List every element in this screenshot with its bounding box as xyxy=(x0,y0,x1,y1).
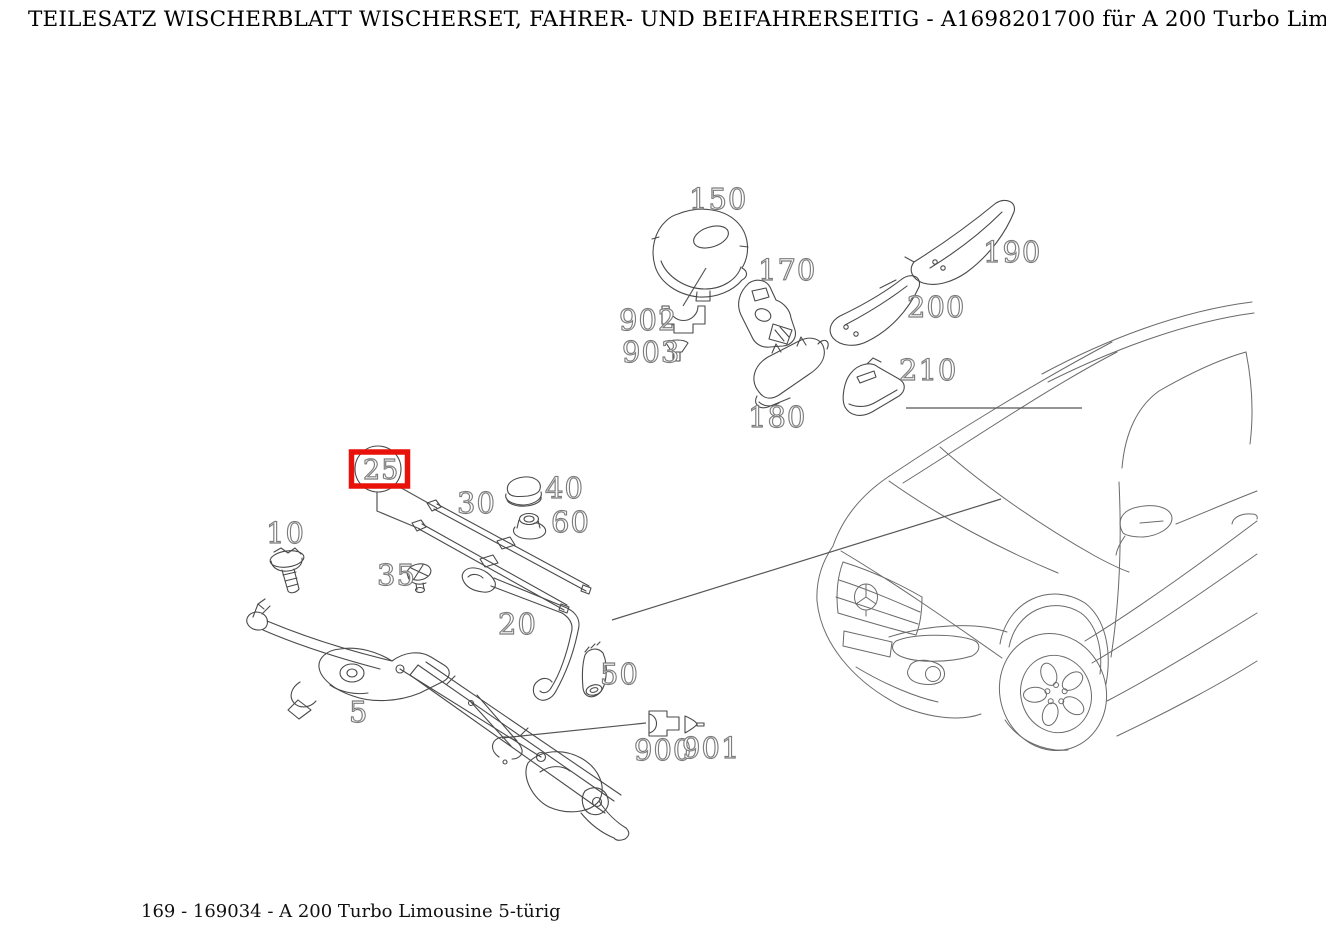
part-label-900[interactable]: 900 xyxy=(633,732,692,767)
part-label-20[interactable]: 20 xyxy=(497,606,537,641)
part-50-drawing xyxy=(581,641,607,698)
part-label-30[interactable]: 30 xyxy=(456,485,496,520)
headlight xyxy=(892,634,980,662)
part-label-903[interactable]: 903 xyxy=(621,334,680,369)
part-label-5[interactable]: 5 xyxy=(348,694,368,729)
page-title: TEILESATZ WISCHERBLATT WISCHERSET, FAHRE… xyxy=(28,7,1326,32)
part-60-drawing xyxy=(512,512,547,540)
part-180-drawing xyxy=(753,336,829,409)
part-900-drawing xyxy=(648,710,680,737)
part-903-drawing xyxy=(665,339,689,362)
part-200-drawing xyxy=(829,275,921,346)
door-handle xyxy=(1231,513,1258,525)
part-10-drawing xyxy=(269,547,305,594)
part-label-170[interactable]: 170 xyxy=(757,252,816,287)
part-label-901[interactable]: 901 xyxy=(681,730,740,765)
footer-caption: 169 - 169034 - A 200 Turbo Limousine 5-t… xyxy=(141,901,561,922)
part-label-25[interactable]: 25 xyxy=(362,454,399,486)
part-170-drawing xyxy=(738,279,796,348)
part-label-10[interactable]: 10 xyxy=(265,515,305,550)
part-label-200[interactable]: 200 xyxy=(906,289,965,324)
part-20-wiper-arm-drawing xyxy=(461,567,580,701)
part-902-drawing xyxy=(661,305,706,334)
part-label-902[interactable]: 902 xyxy=(618,302,677,337)
part-label-180[interactable]: 180 xyxy=(747,399,806,434)
front-wheel xyxy=(998,633,1108,751)
car-illustration xyxy=(816,301,1258,751)
grille xyxy=(842,561,923,598)
part-190-drawing xyxy=(904,199,1016,285)
part-210-drawing xyxy=(842,357,905,416)
part-35-drawing xyxy=(406,563,432,594)
part-label-150[interactable]: 150 xyxy=(688,181,747,216)
part-150-drawing xyxy=(651,208,749,302)
part-labels: 150 902 903 170 190 200 210 180 25 30 40… xyxy=(265,181,1041,767)
part-30-wiper-blade-drawing xyxy=(426,499,592,595)
selected-part-highlight xyxy=(348,449,411,489)
part-40-drawing xyxy=(505,476,542,507)
part-5-linkage-drawing xyxy=(246,598,630,841)
part-label-40[interactable]: 40 xyxy=(544,470,584,505)
part-label-35[interactable]: 35 xyxy=(376,557,416,592)
side-mirror xyxy=(1119,505,1173,538)
leader-lines xyxy=(376,267,1082,739)
part-label-190[interactable]: 190 xyxy=(982,234,1041,269)
callout-circle-25 xyxy=(354,445,402,493)
part-901-drawing xyxy=(684,715,705,734)
part-label-60[interactable]: 60 xyxy=(550,504,590,539)
part-label-50[interactable]: 50 xyxy=(599,656,639,691)
part-label-210[interactable]: 210 xyxy=(898,352,957,387)
fog-light xyxy=(907,659,945,685)
